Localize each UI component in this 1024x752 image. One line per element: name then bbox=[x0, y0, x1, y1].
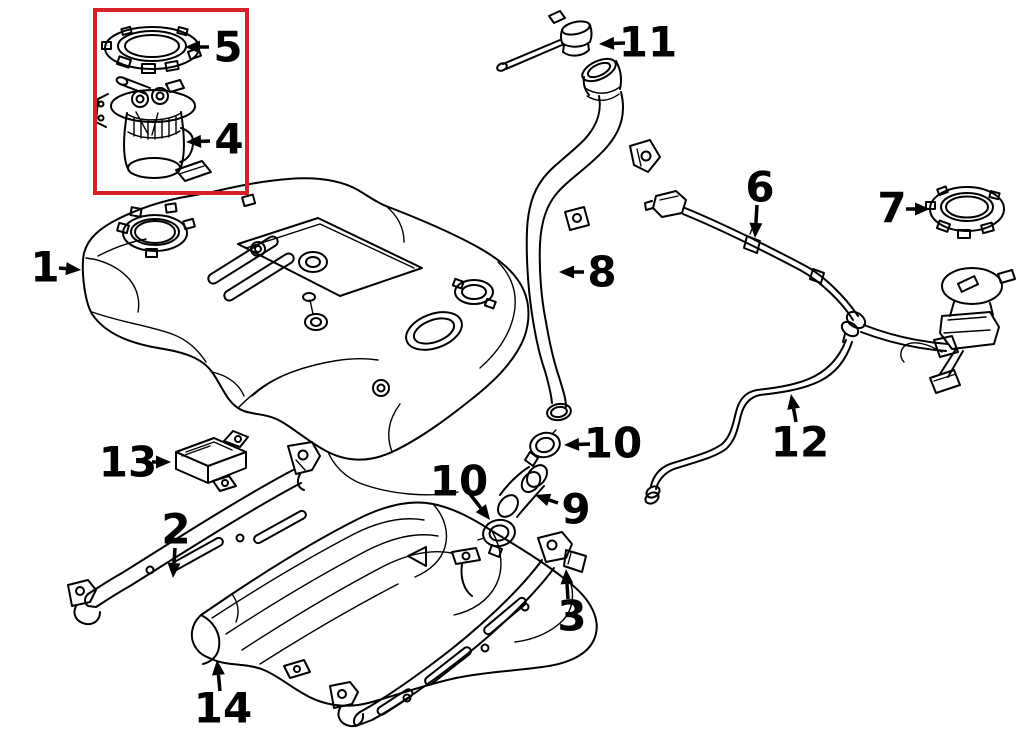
callout-9-8[interactable]: 9 bbox=[535, 485, 591, 534]
part-number-label: 12 bbox=[771, 418, 829, 467]
callout-arrow-head bbox=[535, 493, 552, 507]
part-fuel-tank bbox=[81, 177, 530, 496]
callout-14-14[interactable]: 14 bbox=[194, 660, 252, 733]
callout-arrow-head bbox=[156, 455, 171, 469]
part-lock-ring-pump bbox=[101, 25, 203, 74]
part-number-label: 2 bbox=[161, 505, 190, 554]
part-vent-tube bbox=[644, 339, 853, 505]
callout-4-3[interactable]: 4 bbox=[186, 115, 244, 164]
callout-6-5[interactable]: 6 bbox=[745, 163, 775, 239]
callout-arrow-line bbox=[565, 583, 570, 600]
part-number-label: 7 bbox=[877, 184, 906, 233]
part-filler-pipe bbox=[525, 57, 661, 422]
callout-8-7[interactable]: 8 bbox=[559, 248, 617, 297]
callout-arrow-line bbox=[791, 408, 798, 423]
callout-2-1[interactable]: 2 bbox=[161, 505, 191, 579]
part-number-label: 10 bbox=[584, 419, 642, 468]
callout-arrow-head bbox=[599, 36, 615, 50]
callout-arrow-head bbox=[475, 504, 490, 520]
part-number-label: 9 bbox=[561, 485, 590, 534]
callout-7-6[interactable]: 7 bbox=[877, 184, 930, 233]
part-filler-cap bbox=[496, 10, 593, 72]
part-fuel-sender bbox=[840, 267, 1016, 394]
callout-arrow-line bbox=[172, 547, 177, 564]
part-filler-hose bbox=[497, 464, 548, 518]
callout-arrow-head bbox=[564, 437, 580, 451]
part-vent-line bbox=[644, 190, 859, 321]
callout-10-10[interactable]: 10 bbox=[430, 457, 490, 521]
part-clamp-upper bbox=[524, 429, 561, 467]
part-number-label: 8 bbox=[587, 248, 616, 297]
part-strap-left bbox=[67, 441, 321, 626]
part-number-label: 13 bbox=[99, 438, 157, 487]
part-number-label: 5 bbox=[213, 23, 242, 72]
callout-arrow-head bbox=[915, 202, 930, 216]
part-strap-right bbox=[329, 531, 587, 728]
callout-arrow-head bbox=[749, 222, 763, 238]
part-clamp-lower bbox=[477, 518, 516, 558]
part-number-label: 14 bbox=[194, 684, 252, 733]
callout-13-13[interactable]: 13 bbox=[99, 438, 171, 487]
callout-arrow-head bbox=[186, 134, 202, 148]
part-number-label: 11 bbox=[619, 18, 677, 67]
part-lock-ring-sender bbox=[925, 185, 1005, 239]
callout-arrow-head bbox=[560, 569, 574, 585]
callout-12-12[interactable]: 12 bbox=[771, 394, 829, 467]
callout-arrow-head bbox=[185, 40, 200, 54]
part-number-label: 10 bbox=[430, 457, 488, 506]
callout-11-11[interactable]: 11 bbox=[599, 18, 677, 67]
part-heat-shield bbox=[190, 501, 598, 707]
callout-arrow-line bbox=[468, 492, 483, 510]
callout-arrow-head bbox=[167, 562, 181, 578]
callout-1-0[interactable]: 1 bbox=[30, 243, 81, 292]
part-fuel-pump-module bbox=[95, 76, 212, 182]
callout-arrow-head bbox=[65, 262, 81, 276]
callout-arrow-line bbox=[754, 204, 759, 224]
part-control-module bbox=[175, 430, 249, 492]
part-number-label: 4 bbox=[214, 115, 243, 164]
callout-3-2[interactable]: 3 bbox=[557, 569, 587, 641]
callout-5-4[interactable]: 5 bbox=[185, 23, 243, 72]
callout-arrow-head bbox=[211, 660, 225, 676]
callout-arrow-line bbox=[216, 674, 222, 692]
callout-arrow-head bbox=[559, 265, 574, 279]
callout-10-9[interactable]: 10 bbox=[564, 419, 642, 468]
callout-arrow-line bbox=[548, 498, 559, 505]
callout-arrow-head bbox=[787, 394, 801, 410]
callout-arrow-line bbox=[58, 266, 67, 271]
part-number-label: 6 bbox=[745, 163, 774, 212]
part-number-label: 1 bbox=[30, 243, 59, 292]
part-number-label: 3 bbox=[557, 592, 586, 641]
highlight-box bbox=[93, 8, 249, 195]
